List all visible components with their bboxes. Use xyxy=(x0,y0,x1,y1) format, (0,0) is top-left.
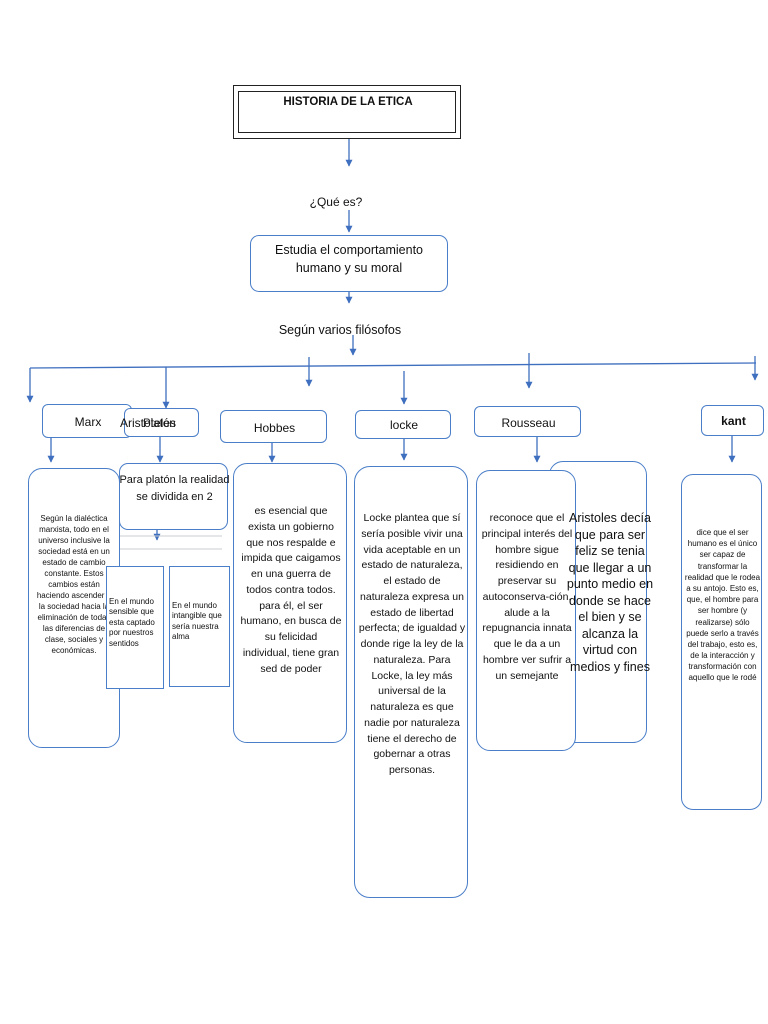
kant-description-box: dice que el ser humano es el único ser c… xyxy=(681,474,762,810)
platon-sensible: En el mundo sensible que esta captado po… xyxy=(109,597,155,648)
hobbes-name: Hobbes xyxy=(253,421,296,435)
aristoteles-description: Aristoles decía que para ser feliz se te… xyxy=(566,511,654,674)
kant-name-box: kant xyxy=(701,405,764,436)
definition-box: Estudia el comportamiento humano y su mo… xyxy=(250,235,448,292)
locke-name-box: locke xyxy=(355,410,451,439)
rousseau-description-box: reconoce que el principal interés del ho… xyxy=(476,470,576,751)
question-label: ¿Qué es? xyxy=(309,195,363,209)
hobbes-description-box: es esencial que exista un gobierno que n… xyxy=(233,463,347,743)
platon-name-a: Aristoteles xyxy=(120,416,177,430)
branch-line xyxy=(29,362,757,369)
kant-description: dice que el ser humano es el único ser c… xyxy=(684,528,761,683)
hobbes-description: es esencial que exista un gobierno que n… xyxy=(240,505,342,675)
locke-description-box: Locke plantea que sí sería posible vivir… xyxy=(354,466,468,898)
platon-intro: Para platón la realidad se dividida en 2 xyxy=(119,474,230,503)
marx-name: Marx xyxy=(74,415,102,429)
kant-name: kant xyxy=(721,414,746,428)
platon-name-b: Platón xyxy=(143,418,176,430)
marx-description: Según la dialéctica marxista, todo en el… xyxy=(36,514,112,656)
platon-intangible: En el mundo intangible que sería nuestra… xyxy=(172,601,222,642)
marx-description-box: Según la dialéctica marxista, todo en el… xyxy=(28,468,120,748)
title-text: HISTORIA DE LA ETICA xyxy=(283,96,413,108)
platon-sensible-box: En el mundo sensible que esta captado po… xyxy=(106,566,164,689)
connector-label: Según varios filósofos xyxy=(278,323,402,337)
marx-name-box: Marx xyxy=(42,404,132,438)
rousseau-name: Rousseau xyxy=(501,416,556,430)
locke-name: locke xyxy=(389,418,418,432)
platon-name-box: Aristoteles Platón xyxy=(120,408,199,437)
title-box: HISTORIA DE LA ETICA xyxy=(233,85,461,139)
definition-text: Estudia el comportamiento humano y su mo… xyxy=(275,243,423,276)
platon-intro-box: Para platón la realidad se dividida en 2 xyxy=(119,463,230,530)
platon-intangible-box: En el mundo intangible que sería nuestra… xyxy=(169,566,230,687)
hobbes-name-box: Hobbes xyxy=(220,410,327,443)
rousseau-description: reconoce que el principal interés del ho… xyxy=(481,512,573,682)
locke-description: Locke plantea que sí sería posible vivir… xyxy=(358,512,466,776)
rousseau-name-box: Rousseau xyxy=(474,406,581,437)
